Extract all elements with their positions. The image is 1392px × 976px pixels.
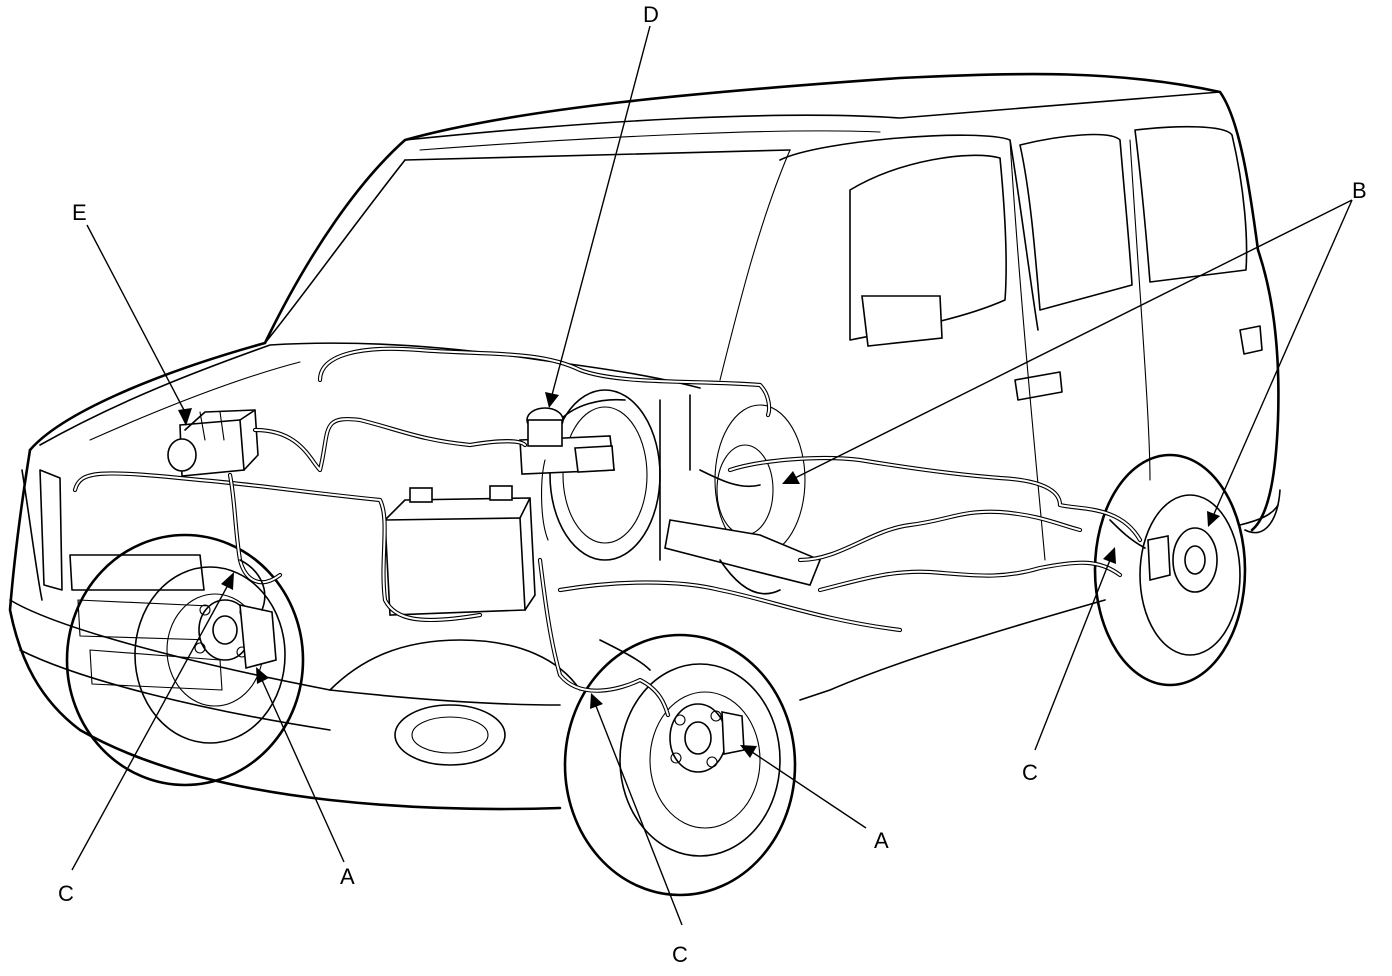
rear-right-wheel	[1093, 453, 1247, 687]
brake-booster	[549, 389, 661, 561]
rear-axle	[659, 394, 822, 595]
callout-a-front-left: A	[340, 864, 355, 889]
callout-e: E	[72, 200, 87, 225]
vehicle-body	[8, 72, 1281, 811]
callout-c-rear: C	[1022, 760, 1038, 785]
abs-modulator	[167, 409, 259, 477]
callout-a-front-right: A	[874, 828, 889, 853]
front-right-wheel	[563, 633, 797, 897]
front-left-wheel	[65, 533, 305, 787]
battery	[384, 485, 536, 616]
brake-lines	[72, 346, 1146, 718]
callout-b: B	[1352, 178, 1367, 203]
callout-c-front-right: C	[672, 942, 688, 967]
callout-d: D	[643, 2, 659, 27]
callout-c-front-left: C	[58, 881, 74, 906]
leader-lines	[71, 25, 1353, 926]
